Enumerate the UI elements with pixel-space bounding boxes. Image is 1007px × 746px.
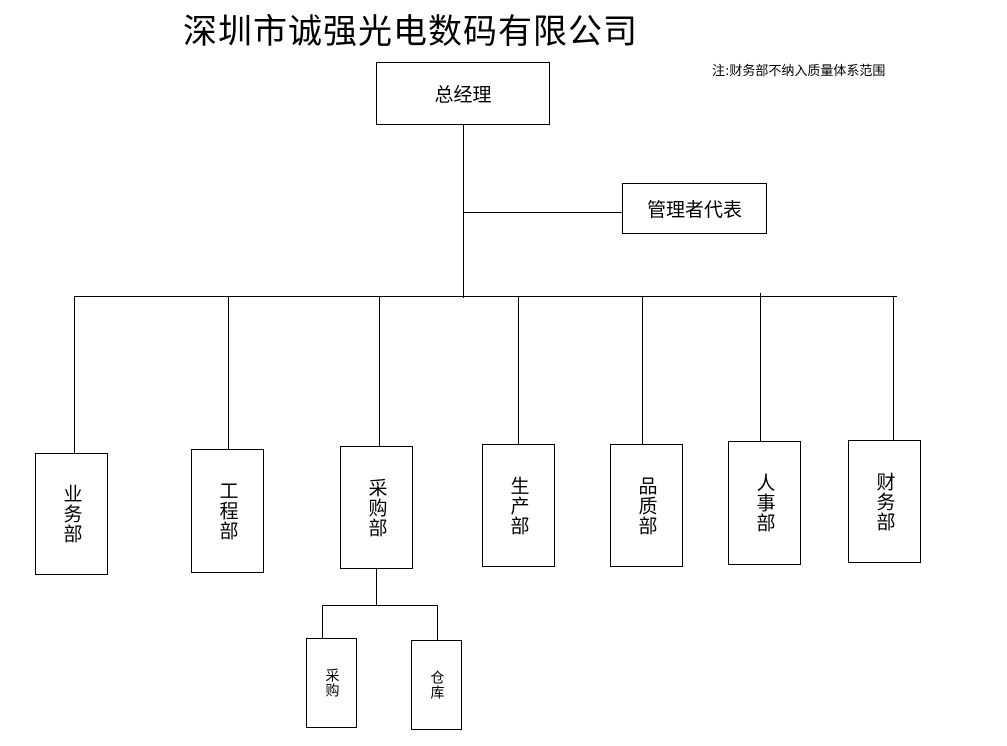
connector-engineering bbox=[228, 296, 229, 450]
node-engineering-label: 工程部 bbox=[216, 481, 239, 541]
connector-purchasing bbox=[379, 296, 380, 446]
connector-mgmt-rep bbox=[463, 212, 623, 213]
node-engineering: 工程部 bbox=[191, 449, 264, 573]
node-purchase: 采购 bbox=[306, 638, 357, 728]
connector-finance bbox=[893, 296, 894, 441]
node-general-manager: 总经理 bbox=[376, 62, 550, 125]
node-quality-label: 品质部 bbox=[635, 475, 658, 536]
node-hr: 人事部 bbox=[728, 441, 801, 565]
connector-purchasing-sub bbox=[376, 569, 377, 605]
node-finance: 财务部 bbox=[848, 440, 921, 563]
connector-hr bbox=[760, 293, 761, 442]
connector-main-bus bbox=[74, 296, 897, 297]
node-sales: 业务部 bbox=[35, 453, 108, 575]
node-hr-label: 人事部 bbox=[753, 473, 776, 533]
node-quality: 品质部 bbox=[610, 444, 683, 567]
node-sales-label: 业务部 bbox=[60, 484, 83, 544]
node-purchasing: 采购部 bbox=[340, 446, 413, 569]
connector-gm-trunk bbox=[463, 125, 464, 298]
node-management-rep: 管理者代表 bbox=[622, 183, 767, 234]
connector-purchase bbox=[322, 605, 323, 639]
connector-production bbox=[518, 296, 519, 445]
connector-quality bbox=[642, 296, 643, 445]
node-production: 生产部 bbox=[482, 444, 555, 567]
node-purchasing-label: 采购部 bbox=[365, 477, 388, 538]
node-warehouse: 仓库 bbox=[411, 640, 462, 730]
node-general-manager-label: 总经理 bbox=[434, 84, 492, 106]
node-production-label: 生产部 bbox=[507, 475, 530, 536]
node-purchase-label: 采购 bbox=[323, 668, 340, 698]
note-text: 注:财务部不纳入质量体系范围 bbox=[712, 64, 886, 79]
node-warehouse-label: 仓库 bbox=[428, 670, 445, 700]
node-management-rep-label: 管理者代表 bbox=[646, 199, 742, 221]
company-title: 深圳市诚强光电数码有限公司 bbox=[183, 12, 638, 52]
connector-sales bbox=[74, 296, 75, 454]
connector-sub-bus bbox=[322, 605, 438, 606]
node-finance-label: 财务部 bbox=[873, 471, 896, 532]
connector-warehouse bbox=[437, 605, 438, 641]
